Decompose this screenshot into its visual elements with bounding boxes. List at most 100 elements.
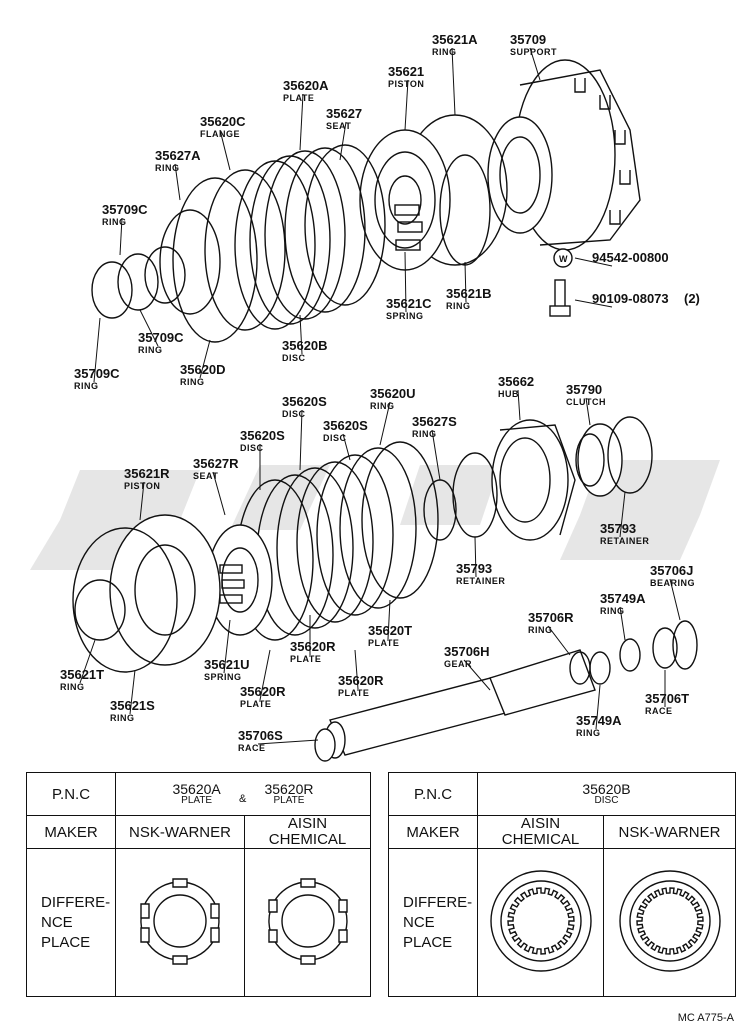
part-name-35620A: PLATE — [283, 93, 314, 103]
retainer-35793-upper — [607, 416, 653, 494]
ring-35749A-upper — [619, 638, 641, 672]
leader-line-35706S — [257, 739, 319, 745]
ring-35709C-c — [91, 261, 133, 319]
part-name-35749A: RING — [576, 728, 601, 738]
part-name-35790: CLUTCH — [566, 397, 606, 407]
ring-35621T — [74, 579, 126, 641]
part-number-35627R: 35627R — [193, 456, 239, 471]
part-name-35620R: PLATE — [338, 688, 369, 698]
spec-table-left: P.N.C 35620A PLATE & 35620R PLATE MAKER … — [26, 772, 371, 997]
part-name-35749A: RING — [600, 606, 625, 616]
piston-35621R — [109, 514, 221, 666]
part-number-35706J: 35706J — [650, 563, 693, 578]
part-name-35621: PISTON — [388, 79, 424, 89]
part-number-35706T: 35706T — [645, 691, 689, 706]
part-number-35620S: 35620S — [240, 428, 285, 443]
part-number-35621: 35621 — [388, 64, 424, 79]
part-name-35627A: RING — [155, 163, 180, 173]
part-name-35706S: RACE — [238, 743, 266, 753]
part-number-35620U: 35620U — [370, 386, 416, 401]
spring-35621C — [394, 204, 423, 251]
part-number-35620B: 35620B — [282, 338, 328, 353]
part-number-35621B: 35621B — [446, 286, 492, 301]
part-name-35706H: GEAR — [444, 659, 472, 669]
bolt-90109 — [549, 279, 571, 317]
maker-nsk-warner: NSK-WARNER — [115, 815, 245, 849]
bearing-35706J — [672, 620, 698, 670]
part-name-35620U: RING — [370, 401, 395, 411]
part-number-35709C: 35709C — [102, 202, 148, 217]
part-number-35621C: 35621C — [386, 296, 432, 311]
part-name-35620S: DISC — [282, 409, 306, 419]
part-name-35620C: FLANGE — [200, 129, 240, 139]
leader-line-35627R — [212, 471, 226, 516]
maker-nsk-warner-right: NSK-WARNER — [603, 815, 736, 849]
plate-disc-stack-35620A-35620B — [234, 144, 386, 330]
part-number-35709C: 35709C — [138, 330, 184, 345]
ring-35749A-lower — [589, 651, 611, 685]
part-number-35620S: 35620S — [282, 394, 327, 409]
part-name-35620R: PLATE — [240, 699, 271, 709]
race-35706T — [652, 627, 678, 669]
part-number-35621T: 35621T — [60, 667, 104, 682]
ring-35621S — [72, 527, 178, 673]
part-name-35620S: DISC — [323, 433, 347, 443]
part-name-35621A: RING — [432, 47, 457, 57]
diagram-code: MC A775-A — [677, 1012, 734, 1024]
part-name-35620D: RING — [180, 377, 205, 387]
part-number-90109-08073: 90109-08073 — [592, 291, 669, 306]
part-number-35620B: 35620B — [582, 781, 631, 797]
part-name-90109-08073: (2) — [684, 291, 700, 306]
part-number-35627: 35627 — [326, 106, 362, 121]
leader-line-35621 — [404, 79, 409, 131]
part-number-35627S: 35627S — [412, 414, 457, 429]
svg-text:W: W — [559, 254, 568, 264]
leader-line-35749A — [595, 684, 601, 730]
leader-line-35627 — [339, 121, 347, 161]
part-number-35621R: 35621R — [124, 466, 170, 481]
part-b-number: 35620R — [264, 780, 314, 797]
disc-aisin-drawing — [477, 848, 604, 997]
leader-line-35621B — [464, 261, 467, 303]
part-number-35620D: 35620D — [180, 362, 226, 377]
part-number-35620C: 35620C — [200, 114, 246, 129]
leader-line-35620C — [219, 129, 231, 171]
part-a-number: 35620A — [172, 780, 221, 797]
part-name-35706T: RACE — [645, 706, 673, 716]
leader-line-35620R — [259, 649, 271, 701]
leader-line-35793 — [474, 536, 477, 578]
ring-35627A — [159, 209, 221, 315]
leader-line-35621U — [223, 619, 231, 674]
part-number-35627A: 35627A — [155, 148, 201, 163]
hub-35662 — [491, 419, 576, 541]
part-number-35749A: 35749A — [600, 591, 646, 606]
maker-label-right: MAKER — [388, 815, 478, 849]
maker-aisin-chemical-right: AISIN CHEMICAL — [477, 815, 604, 849]
leader-line-35749A — [619, 606, 626, 641]
difference-place-label: DIFFERE- NCE PLACE — [26, 848, 116, 997]
ring-35620D — [172, 177, 258, 343]
leader-line-35706R — [547, 625, 571, 656]
part-number-35621S: 35621S — [110, 698, 155, 713]
clutch-35790 — [575, 423, 623, 497]
part-number-35709: 35709 — [510, 32, 546, 47]
pnc-parts: 35620A PLATE & 35620R PLATE — [115, 772, 371, 816]
leader-line-35662 — [517, 389, 521, 421]
part-name-35627: SEAT — [326, 121, 351, 131]
part-name-35621T: RING — [60, 682, 85, 692]
leader-line-35627A — [174, 163, 181, 201]
part-name-35706R: RING — [528, 625, 553, 635]
part-number-35790: 35790 — [566, 382, 602, 397]
part-number-35620R: 35620R — [338, 673, 384, 688]
part-number-35793: 35793 — [456, 561, 492, 576]
part-name-35793: RETAINER — [600, 536, 649, 546]
part-name-35621R: PISTON — [124, 481, 160, 491]
ring-35709C-b — [117, 253, 159, 311]
amp-sign: & — [238, 792, 247, 805]
part-name-35706J: BEARING — [650, 578, 695, 588]
disc-nsk-drawing — [603, 848, 736, 997]
part-name-35620B: DISC — [282, 353, 306, 363]
part-name-35627R: SEAT — [193, 471, 218, 481]
race-35706S — [314, 728, 336, 762]
